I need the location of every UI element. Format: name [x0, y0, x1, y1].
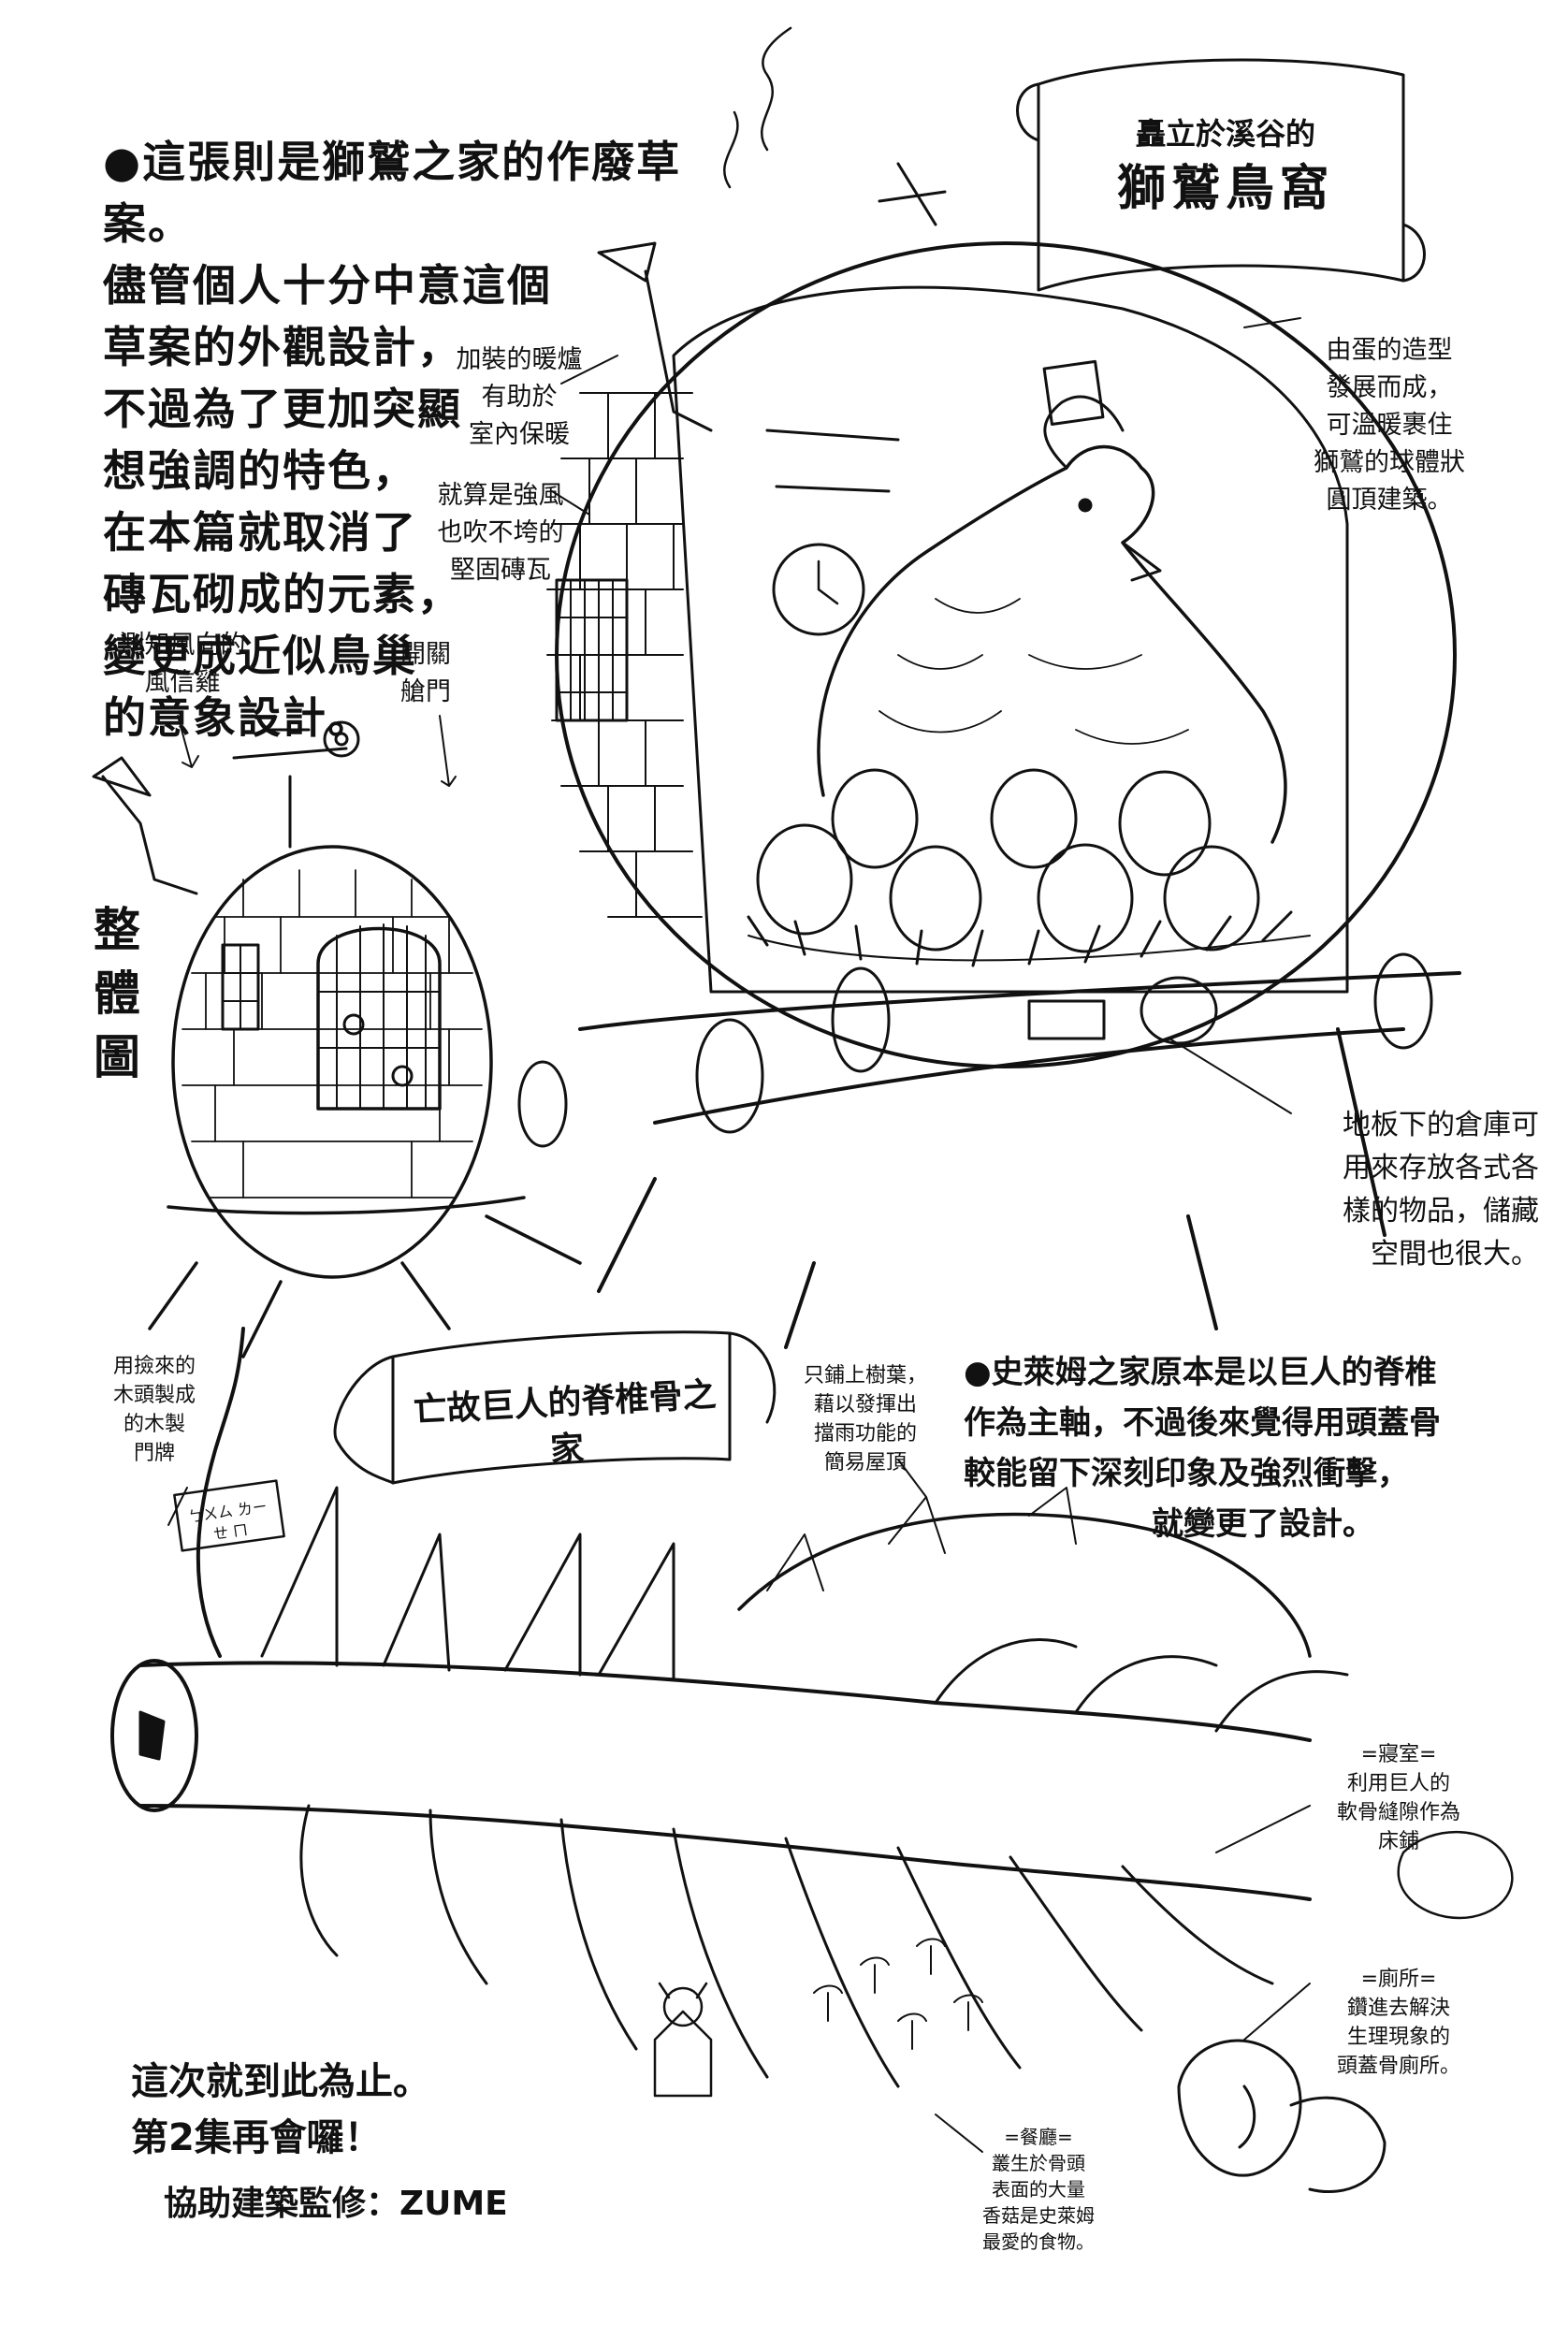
weathercock-label-line: 風信雞: [144, 668, 221, 697]
storage-label-line: 地板下的倉庫可: [1343, 1109, 1539, 1141]
doorplate-label-line: 用撿來的: [112, 1355, 196, 1378]
dining-label-line: 香菇是史萊姆: [982, 2204, 1095, 2227]
weathercock-label-line: 測知風向的: [119, 631, 246, 660]
hatch-label-line: 艙門: [400, 677, 451, 706]
heater-label-line: 室內保暖: [469, 420, 570, 449]
storage-label: 地板下的倉庫可 用來存放各式各 樣的物品，儲藏 空間也很大。: [1296, 1104, 1539, 1276]
intro-note-line: 磚瓦砌成的元素，: [103, 569, 462, 619]
hatch-label-line: 開關: [400, 640, 451, 669]
intro-note-line: 草案的外觀設計，: [103, 322, 462, 372]
intro-note-line: 變更成近似鳥巢: [103, 631, 417, 681]
toilet-label-line: 鑽進去解決: [1346, 1997, 1450, 2020]
intro-note-line: 的意象設計。: [103, 692, 372, 743]
bricks-label-line: 就算是強風: [437, 481, 564, 510]
doorplate-label-line: 木頭製成: [112, 1384, 196, 1407]
slime-note-line: 就變更了設計。: [1152, 1505, 1374, 1543]
slime-note-line: 作為主軸，不過後來覺得用頭蓋骨: [964, 1404, 1441, 1442]
intro-note-line: 想強調的特色，: [103, 445, 417, 496]
bedroom-label: =寢室= 利用巨人的 軟骨縫隙作為 床鋪: [1319, 1740, 1478, 1856]
egg-shape-label: 由蛋的造型 發展而成， 可溫暖裹住 獅鷲的球體狀 圓頂建築。: [1282, 332, 1497, 519]
toilet-label-line: =廁所=: [1360, 1968, 1437, 1991]
spine-banner-title: 亡故巨人的脊椎骨之家: [412, 1375, 718, 1470]
closing-note: 這次就到此為止。 第2集再會囉！: [131, 2054, 617, 2166]
bricks-label: 就算是強風 也吹不垮的 堅固磚瓦: [407, 477, 594, 589]
overview-label-char: 整: [94, 903, 140, 957]
egg-shape-label-line: 可溫暖裹住: [1326, 411, 1453, 440]
intro-note: ●這張則是獅鷲之家的作廢草案。 儘管個人十分中意這個 草案的外觀設計， 不過為了…: [103, 131, 758, 748]
storage-label-line: 樣的物品，儲藏: [1343, 1195, 1539, 1228]
intro-note-line: 儘管個人十分中意這個: [103, 260, 552, 311]
storage-label-line: 空間也很大。: [1371, 1238, 1539, 1271]
bedroom-label-line: 床鋪: [1377, 1830, 1419, 1853]
slime-note-line: 較能留下深刻印象及強烈衝擊，: [964, 1455, 1409, 1492]
storage-label-line: 用來存放各式各: [1343, 1152, 1539, 1184]
toilet-label: =廁所= 鑽進去解決 生理現象的 頭蓋骨廁所。: [1300, 1965, 1497, 2081]
annotation-arrows: [167, 317, 1311, 2153]
heater-label-line: 加裝的暖爐: [456, 345, 583, 374]
dining-label-line: 表面的大量: [992, 2178, 1085, 2201]
overview-label-char: 體: [94, 966, 140, 1021]
roof-label: 只鋪上樹葉， 藉以發揮出 擋雨功能的 簡易屋頂: [791, 1361, 940, 1477]
dining-label-line: =餐廳=: [1004, 2126, 1073, 2148]
dining-label-line: 最愛的食物。: [982, 2230, 1095, 2253]
credit-line: 協助建築監修：ZUME: [164, 2185, 508, 2223]
griffin-banner-title: 獅鷲鳥窩: [1116, 161, 1334, 217]
doorplate-label-line: 門牌: [133, 1442, 175, 1465]
egg-shape-label-line: 發展而成，: [1326, 373, 1453, 402]
roof-label-line: 藉以發揮出: [813, 1393, 917, 1416]
egg-shape-label-line: 圓頂建築。: [1326, 486, 1453, 515]
slime-note: ●史萊姆之家原本是以巨人的脊椎 作為主軸，不過後來覺得用頭蓋骨 較能留下深刻印象…: [964, 1347, 1562, 1549]
roof-label-line: 只鋪上樹葉，: [803, 1364, 927, 1387]
overview-label: 整 體 圖: [80, 898, 154, 1089]
bricks-label-line: 也吹不垮的: [437, 518, 564, 547]
doorplate-label: 用撿來的 木頭製成 的木製 門牌: [94, 1352, 215, 1468]
intro-note-line: 不過為了更加突顯: [103, 384, 462, 434]
doorplate-label-line: 的木製: [123, 1413, 185, 1436]
griffin-banner-subtitle: 矗立於溪谷的: [1135, 116, 1315, 152]
bedroom-label-line: 軟骨縫隙作為: [1336, 1801, 1460, 1824]
heater-label-line: 有助於: [481, 383, 558, 412]
roof-label-line: 擋雨功能的: [813, 1422, 917, 1446]
heater-label: 加裝的暖爐 有助於 室內保暖: [426, 341, 613, 454]
bedroom-label-line: =寢室=: [1360, 1743, 1437, 1766]
bedroom-label-line: 利用巨人的: [1346, 1772, 1450, 1795]
overview-house-drawing: [92, 720, 582, 1358]
weathercock-label: 測知風向的 風信雞: [89, 627, 276, 702]
hatch-label: 開關 艙門: [379, 636, 472, 711]
intro-note-line: ●這張則是獅鷲之家的作廢草案。: [103, 137, 682, 249]
griffin-house-drawing: [546, 26, 1461, 1349]
spine-banner-drawing: [333, 1330, 777, 1485]
griffin-banner-drawing: [1016, 58, 1426, 292]
closing-line: 這次就到此為止。: [131, 2060, 430, 2103]
toilet-label-line: 頭蓋骨廁所。: [1336, 2055, 1460, 2078]
dining-label-line: 叢生於骨頭: [992, 2152, 1085, 2174]
dining-label: =餐廳= 叢生於骨頭 表面的大量 香菇是史萊姆 最愛的食物。: [954, 2124, 1123, 2255]
intro-note-line: 在本篇就取消了: [103, 507, 417, 558]
egg-shape-label-line: 由蛋的造型: [1326, 336, 1453, 365]
griffin-banner: 矗立於溪谷的 獅鷲鳥窩: [1048, 112, 1403, 223]
overview-label-char: 圖: [94, 1030, 140, 1084]
egg-shape-label-line: 獅鷲的球體狀: [1314, 448, 1465, 477]
bricks-label-line: 堅固磚瓦: [450, 556, 551, 585]
roof-label-line: 簡易屋頂: [823, 1451, 907, 1475]
toilet-label-line: 生理現象的: [1346, 2026, 1450, 2049]
closing-line: 第2集再會囉！: [131, 2116, 382, 2159]
spine-house-drawing: [110, 1327, 1514, 2194]
slime-note-line: ●史萊姆之家原本是以巨人的脊椎: [964, 1354, 1437, 1391]
